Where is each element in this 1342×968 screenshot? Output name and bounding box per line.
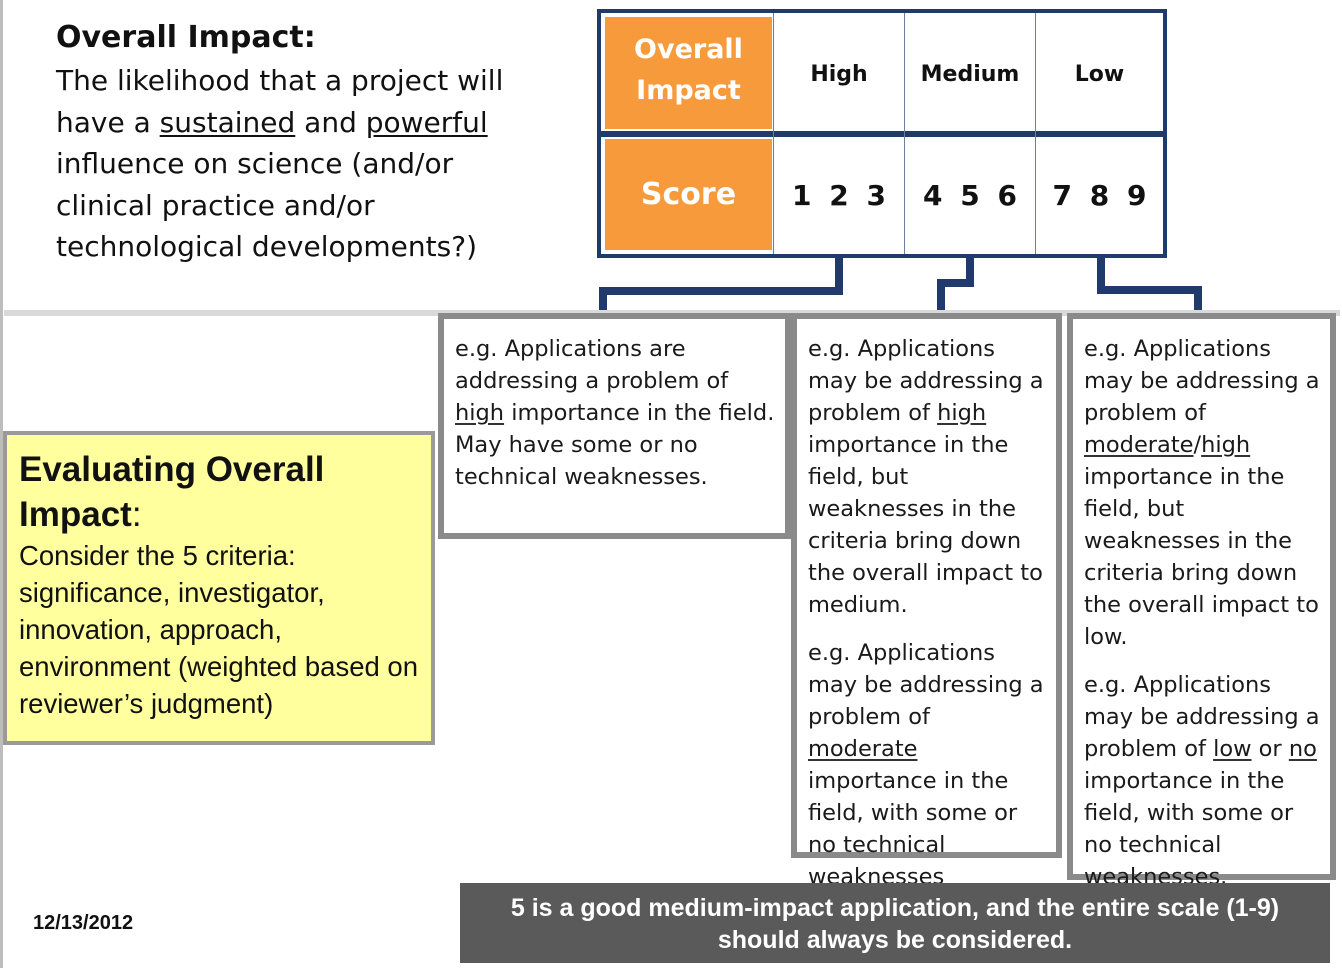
- text-span: e.g. Applications may be addressing a pr…: [808, 336, 1044, 426]
- desc-sustained: sustained: [159, 105, 296, 139]
- example-low-text-2: e.g. Applications may be addressing a pr…: [1084, 669, 1320, 893]
- text-span: e.g. Applications may be addressing a pr…: [1084, 672, 1320, 762]
- example-medium-text-1: e.g. Applications may be addressing a pr…: [808, 333, 1046, 621]
- title-colon: :: [131, 495, 142, 534]
- text-span: importance in the field. May have some o…: [455, 400, 775, 490]
- text-span: importance in the field, with some or no…: [808, 768, 1018, 890]
- example-box-low: e.g. Applications may be addressing a pr…: [1067, 313, 1336, 890]
- overall-impact-description: The likelihood that a project will have …: [56, 60, 506, 268]
- col-header-low: Low: [1074, 62, 1125, 87]
- example-box-medium: e.g. Applications may be addressing a pr…: [791, 313, 1062, 890]
- text-span: e.g. Applications may be addressing a pr…: [1084, 336, 1320, 426]
- row-header-overall-impact: Overall Impact: [605, 17, 772, 129]
- banner-line-1: 5 is a good medium-impact application, a…: [510, 894, 1280, 922]
- example-medium-text-2: e.g. Applications may be addressing a pr…: [808, 637, 1046, 893]
- desc-part-2: and: [295, 105, 366, 139]
- table-col-divider: [773, 13, 774, 254]
- text-span: /: [1193, 432, 1202, 458]
- desc-powerful: powerful: [365, 105, 488, 139]
- connector-medium-drop: [937, 279, 945, 313]
- row-header-score: Score: [605, 139, 772, 250]
- underlined-word: high: [455, 400, 505, 426]
- col-header-medium: Medium: [920, 62, 1020, 87]
- connector-low-vertical: [1097, 258, 1105, 294]
- table-col-divider: [1035, 13, 1036, 254]
- connector-low-horizontal: [1097, 286, 1202, 294]
- underlined-word: high: [937, 400, 987, 426]
- summary-banner: 5 is a good medium-impact application, a…: [460, 883, 1330, 963]
- row-header-line-1: Overall: [634, 34, 743, 65]
- example-low-text-1: e.g. Applications may be addressing a pr…: [1084, 333, 1320, 653]
- connector-high-drop: [599, 287, 607, 313]
- impact-score-table: Overall Impact Score High Medium Low 1 2…: [597, 9, 1167, 258]
- text-span: or: [1251, 736, 1289, 762]
- underlined-word: no: [1288, 736, 1317, 762]
- desc-part-3: influence on science (and/or clinical pr…: [56, 147, 477, 263]
- evaluating-title: Evaluating Overall Impact:: [19, 447, 431, 537]
- underlined-word: moderate: [808, 736, 918, 762]
- text-span: e.g. Applications may be addressing a pr…: [808, 640, 1044, 730]
- title-text: Evaluating Overall Impact: [19, 450, 325, 534]
- evaluating-overall-impact-box: Evaluating Overall Impact: Consider the …: [3, 431, 435, 745]
- example-high-text: e.g. Applications are addressing a probl…: [455, 333, 775, 493]
- score-medium: 4 5 6: [923, 179, 1017, 212]
- example-box-high: e.g. Applications are addressing a probl…: [438, 313, 791, 539]
- row-header-line-2: Impact: [636, 75, 741, 106]
- score-low: 7 8 9: [1052, 179, 1147, 212]
- evaluating-body: Consider the 5 criteria: significance, i…: [19, 540, 419, 719]
- text-span: importance in the field, but weaknesses …: [1084, 464, 1319, 650]
- connector-low-drop: [1194, 286, 1202, 313]
- text-span: importance in the field, but weaknesses …: [808, 432, 1043, 618]
- underlined-word: low: [1213, 736, 1252, 762]
- table-col-divider: [904, 13, 905, 254]
- underlined-word: high: [1201, 432, 1251, 458]
- underlined-word: moderate: [1084, 432, 1194, 458]
- connector-medium-horizontal: [937, 279, 974, 287]
- text-span: importance in the field, with some or no…: [1084, 768, 1294, 890]
- connector-high-horizontal: [599, 287, 843, 295]
- overall-impact-heading: Overall Impact:: [56, 20, 316, 55]
- slide-date: 12/13/2012: [33, 912, 134, 934]
- score-high: 1 2 3: [792, 179, 886, 212]
- left-edge-line: [0, 0, 3, 968]
- banner-line-2: should always be considered.: [717, 926, 1073, 954]
- table-row-divider: [601, 131, 1163, 137]
- text-span: e.g. Applications are addressing a probl…: [455, 336, 729, 394]
- col-header-high: High: [810, 62, 868, 87]
- connector-medium-vertical: [966, 258, 974, 287]
- desc-part-1: The likelihood that a project will have …: [56, 64, 504, 139]
- connector-high-vertical: [835, 258, 843, 295]
